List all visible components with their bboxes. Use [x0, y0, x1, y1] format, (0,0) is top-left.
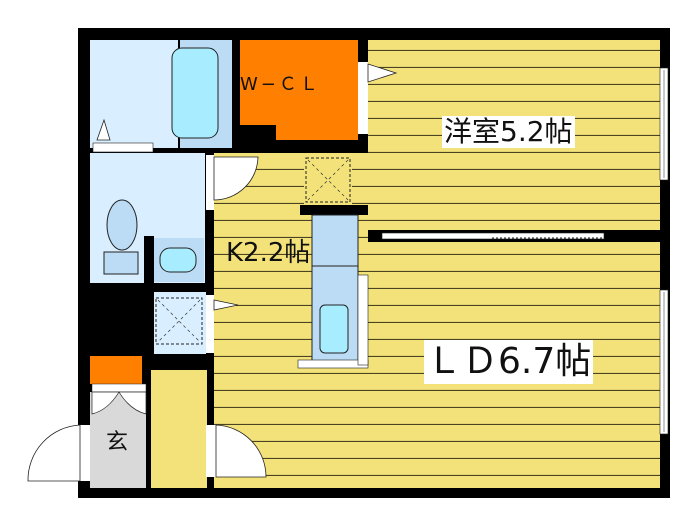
- living-dining-label: ＬＤ6.7帖: [424, 340, 594, 384]
- door-swing: [215, 424, 267, 478]
- walk-in-closet: [240, 40, 358, 140]
- entrance-label: 玄: [106, 430, 129, 455]
- entrance-door-swing: [27, 424, 81, 482]
- western-room-label: 洋室5.2帖: [442, 115, 575, 148]
- washer-space: [155, 297, 203, 345]
- sliding-door: [381, 232, 605, 240]
- shoe-closet: [90, 356, 142, 384]
- hallway-floor: [151, 370, 207, 488]
- storage-box: [305, 157, 351, 203]
- toilet-bowl: [106, 199, 138, 251]
- hand-basin: [159, 247, 197, 273]
- toilet-tank: [103, 251, 139, 275]
- kitchen-sink: [319, 304, 349, 354]
- walk-in-closet-label: W−ＣＬ: [240, 74, 321, 95]
- door-marker-icon: [213, 299, 239, 311]
- door-marker-icon: [367, 63, 398, 83]
- door-marker-icon: [96, 118, 111, 141]
- bathtub: [171, 47, 219, 139]
- kitchen-label: K2.2帖: [226, 238, 311, 268]
- door-swing: [213, 156, 259, 201]
